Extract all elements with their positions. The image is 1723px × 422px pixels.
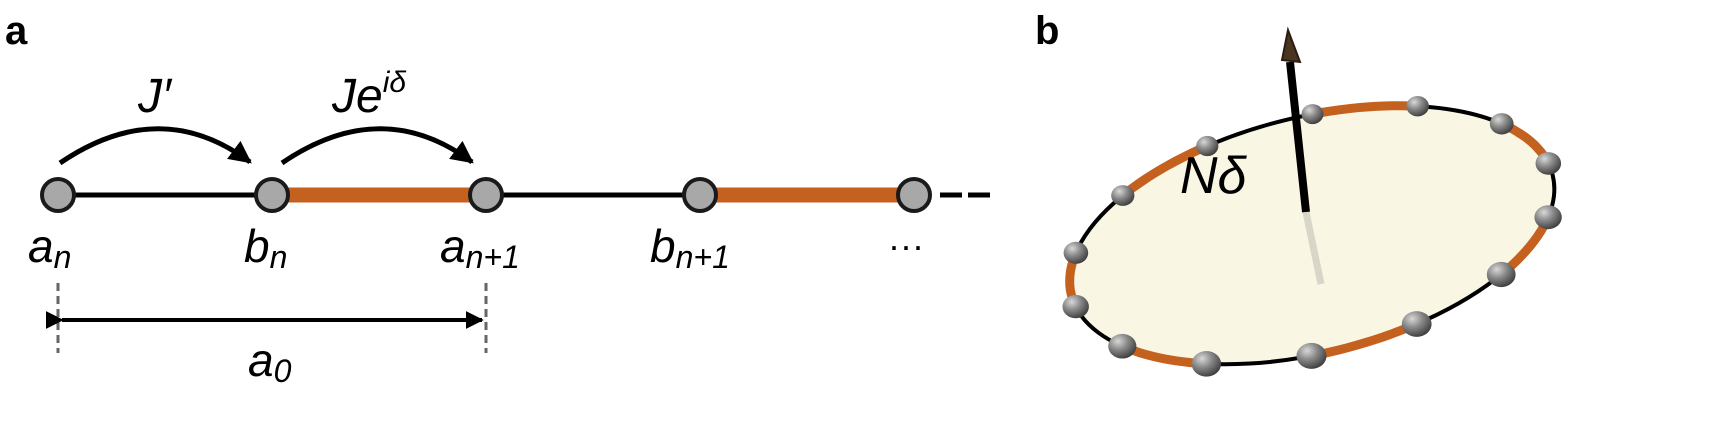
ring-site	[1486, 261, 1516, 288]
site-label-a-n-plus-1: an+1	[440, 220, 520, 275]
hop-arrow-left	[58, 126, 252, 166]
ring-strong-bond	[1118, 141, 1212, 200]
hop-label-j-prime: J′	[137, 70, 173, 123]
site-label-a-n-plus-1-sub: n+1	[466, 239, 520, 275]
ring-site	[1191, 351, 1222, 377]
spacing-label-base: a	[248, 334, 274, 386]
site-label-b-n-sub: n	[270, 239, 288, 275]
flux-arrow-head	[1280, 26, 1302, 64]
ring-site	[1406, 96, 1429, 117]
site-label-a-n-base: a	[28, 220, 54, 272]
site-label-a-n-plus-1-base: a	[440, 220, 466, 272]
ring-site	[1301, 104, 1324, 125]
site-a-n	[40, 177, 76, 213]
site-label-a-n: an	[28, 220, 71, 275]
site-b-n	[254, 177, 290, 213]
ring-strong-bond	[1307, 319, 1422, 361]
site-label-b-n: bn	[244, 220, 287, 275]
ring-site	[1196, 135, 1219, 157]
ring-site	[1296, 342, 1327, 369]
site-next	[896, 177, 932, 213]
ring-site	[1401, 311, 1432, 337]
site-b-n-plus-1	[682, 177, 718, 213]
ring-sites	[1062, 96, 1562, 377]
ring-site	[1108, 333, 1137, 359]
spacing-label: a0	[248, 334, 292, 389]
site-label-ellipsis: ···	[888, 225, 924, 266]
ring-site	[1534, 205, 1562, 230]
site-label-b-n-base: b	[244, 220, 270, 272]
panel-b: b Nδ	[1035, 9, 1562, 377]
ring-site	[1062, 294, 1089, 319]
site-a-n-plus-1	[468, 177, 504, 213]
site-label-b-n-plus-1-sub: n+1	[676, 239, 730, 275]
panel-a: a J′ Jeiδ an bn an+1 bn+1 ··· a0	[5, 9, 990, 389]
site-label-b-n-plus-1: bn+1	[650, 220, 730, 275]
site-label-b-n-plus-1-base: b	[650, 220, 676, 272]
ring-site	[1489, 113, 1514, 135]
flux-label: Nδ	[1180, 147, 1248, 205]
ring-site	[1535, 152, 1562, 175]
panel-a-label: a	[5, 9, 28, 53]
flux-arrow-shadow	[1302, 211, 1325, 285]
ring-strong-bond	[1308, 101, 1423, 119]
ring-site	[1063, 241, 1089, 264]
flux-arrow-shaft	[1286, 61, 1310, 213]
panel-b-label: b	[1035, 9, 1059, 53]
ring-site	[1111, 185, 1135, 206]
site-label-a-n-sub: n	[54, 239, 72, 275]
hop-arrow-right	[280, 126, 474, 166]
spacing-label-sub: 0	[274, 353, 292, 389]
hop-label-j-phase-base: Je	[331, 70, 383, 123]
hop-label-j-phase-sup: iδ	[383, 66, 407, 99]
hop-label-j-phase: Jeiδ	[331, 66, 406, 123]
